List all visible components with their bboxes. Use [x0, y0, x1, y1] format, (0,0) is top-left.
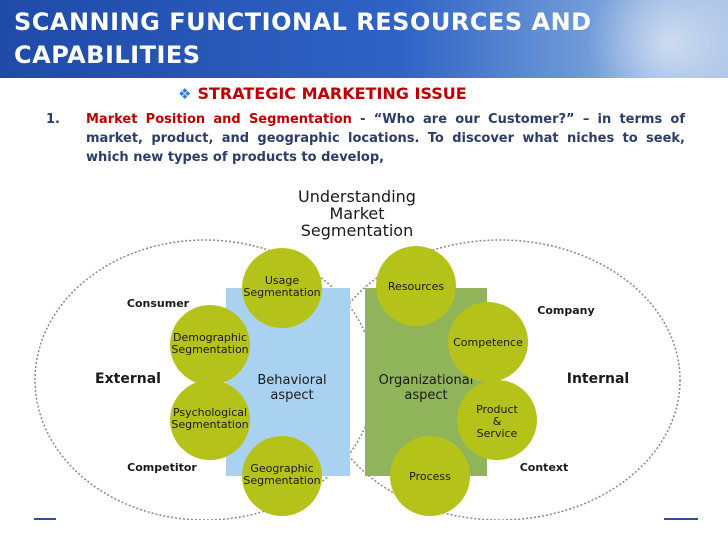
demographic-label-2: Segmentation	[171, 343, 248, 356]
demographic-label-1: Demographic	[173, 331, 247, 344]
product-label-2: &	[493, 415, 502, 428]
behavioral-label-2: aspect	[270, 388, 313, 403]
product-label-1: Product	[476, 403, 518, 416]
process-label: Process	[409, 470, 451, 483]
product-service-circle	[457, 380, 537, 460]
company-label: Company	[537, 304, 594, 317]
internal-label: Internal	[567, 371, 629, 387]
geographic-circle	[242, 436, 322, 516]
competence-circle	[448, 302, 528, 382]
competitor-label: Competitor	[127, 461, 197, 474]
organizational-label-1: Organizational	[379, 373, 474, 388]
header-globe-decoration	[528, 0, 728, 78]
diagram-title-line-2: Market	[330, 204, 385, 223]
list-number: 1.	[46, 112, 60, 127]
diagram-title-line-3: Segmentation	[301, 221, 413, 240]
paragraph-text: Market Position and Segmentation - “Who …	[86, 110, 685, 167]
footer-line-left	[34, 518, 56, 520]
slide-header	[0, 0, 728, 78]
segmentation-diagram: Understanding Market Segmentation Behavi…	[0, 180, 728, 520]
organizational-label-2: aspect	[404, 388, 447, 403]
usage-circle	[242, 248, 322, 328]
psychological-circle	[170, 380, 250, 460]
demographic-circle	[170, 305, 250, 385]
competence-label: Competence	[453, 336, 523, 349]
psychological-label-1: Psychological	[173, 406, 247, 419]
paragraph-heading: Market Position and Segmentation	[86, 112, 352, 127]
footer-line-right	[664, 518, 698, 520]
geographic-label-2: Segmentation	[243, 474, 320, 487]
diamond-bullet-icon: ❖	[178, 85, 192, 103]
process-circle	[390, 436, 470, 516]
usage-label-2: Segmentation	[243, 286, 320, 299]
behavioral-label-1: Behavioral	[257, 373, 326, 388]
diagram-svg: Understanding Market Segmentation Behavi…	[34, 187, 681, 520]
external-label: External	[95, 371, 161, 387]
subheading: ❖ STRATEGIC MARKETING ISSUE	[178, 84, 467, 103]
paragraph-body: - “Who are our Customer?” – in terms of …	[86, 112, 685, 165]
context-label: Context	[520, 461, 569, 474]
geographic-label-1: Geographic	[250, 462, 313, 475]
psychological-label-2: Segmentation	[171, 418, 248, 431]
usage-label-1: Usage	[265, 274, 300, 287]
resources-label: Resources	[388, 280, 444, 293]
subheading-text: STRATEGIC MARKETING ISSUE	[197, 84, 467, 103]
resources-circle	[376, 246, 456, 326]
product-label-3: Service	[477, 427, 518, 440]
consumer-label: Consumer	[127, 297, 190, 310]
slide-title: SCANNING FUNCTIONAL RESOURCES AND CAPABI…	[14, 8, 592, 69]
diagram-title-line-1: Understanding	[298, 187, 416, 206]
